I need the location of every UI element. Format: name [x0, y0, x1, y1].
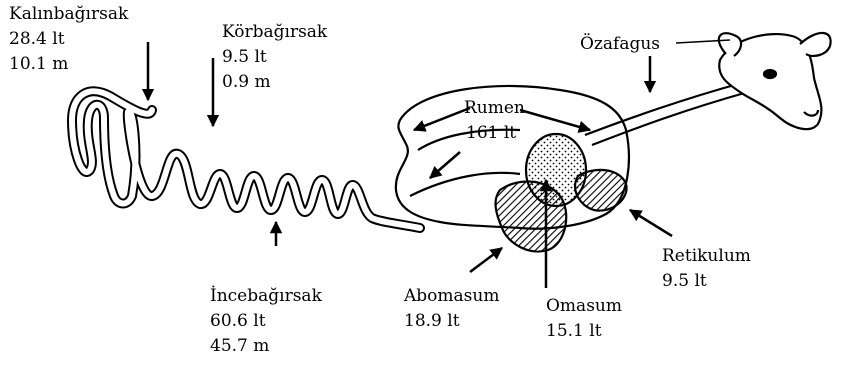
label-incebagirsak: İncebağırsak 60.6 lt 45.7 m [210, 284, 322, 359]
label-rumen: Rumen 161 lt [464, 96, 525, 146]
kalinbagirsak-volume: 28.4 lt [9, 27, 128, 52]
korbagirsak-length: 0.9 m [222, 70, 327, 95]
label-korbagirsak: Körbağırsak 9.5 lt 0.9 m [222, 20, 327, 95]
omasum-name: Omasum [546, 294, 622, 319]
arrow-retikulum [630, 210, 672, 236]
label-abomasum: Abomasum 18.9 lt [404, 284, 499, 334]
retikulum-volume: 9.5 lt [662, 269, 751, 294]
incebagirsak-volume: 60.6 lt [210, 309, 322, 334]
rumen-volume: 161 lt [464, 121, 525, 146]
stomach [396, 82, 748, 252]
kalinbagirsak-length: 10.1 m [9, 52, 128, 77]
retikulum-name: Retikulum [662, 244, 751, 269]
rumen-name: Rumen [464, 96, 525, 121]
abomasum-name: Abomasum [404, 284, 499, 309]
label-retikulum: Retikulum 9.5 lt [662, 244, 751, 294]
korbagirsak-volume: 9.5 lt [222, 45, 327, 70]
abomasum-volume: 18.9 lt [404, 309, 499, 334]
label-kalinbagirsak: Kalınbağırsak 28.4 lt 10.1 m [9, 2, 128, 77]
incebagirsak-name: İncebağırsak [210, 284, 322, 309]
incebagirsak-length: 45.7 m [210, 334, 322, 359]
intestine-tube [72, 91, 420, 228]
label-ozafagus: Özafagus [580, 32, 660, 57]
ozafagus-name: Özafagus [580, 32, 660, 57]
omasum-volume: 15.1 lt [546, 319, 622, 344]
label-omasum: Omasum 15.1 lt [546, 294, 622, 344]
cow-head [719, 33, 831, 129]
korbagirsak-name: Körbağırsak [222, 20, 327, 45]
kalinbagirsak-name: Kalınbağırsak [9, 2, 128, 27]
arrow-abomasum [470, 248, 502, 272]
